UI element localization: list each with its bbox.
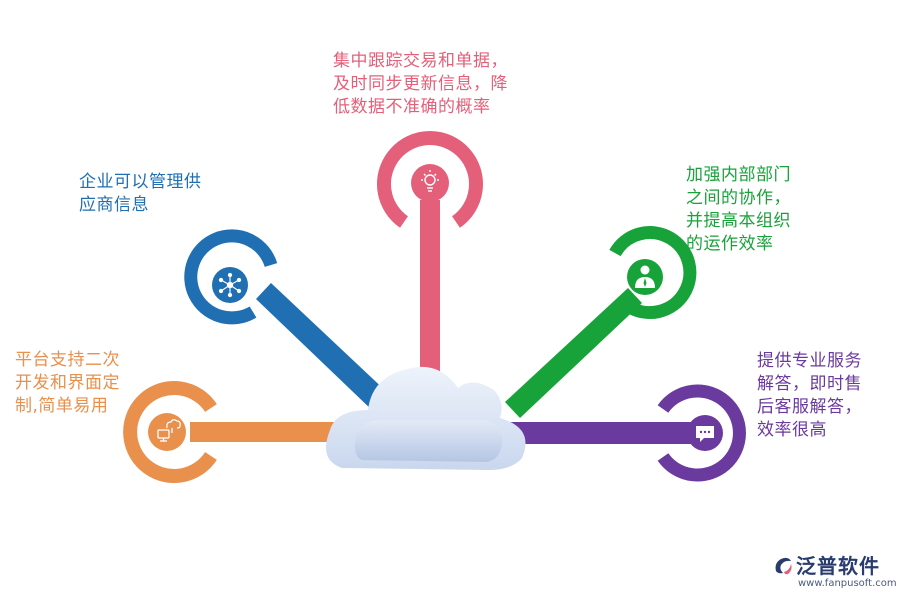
caption-line: 应商信息 [79, 195, 149, 215]
connector-purple [490, 422, 700, 444]
node-red-center [411, 164, 449, 202]
ring-blue [184, 229, 278, 325]
caption-line: 之间的协作， [686, 188, 791, 208]
fanpu-logo-icon [775, 557, 792, 575]
caption-line: 平台支持二次 [15, 350, 120, 370]
caption-red: 集中跟踪交易和单据， 及时同步更新信息，降 低数据不准确的概率 [333, 50, 508, 119]
node-blue [184, 229, 278, 325]
caption-line: 效率很高 [757, 420, 827, 440]
caption-line: 开发和界面定 [15, 373, 120, 393]
caption-line: 企业可以管理供 [79, 172, 202, 192]
caption-line: 集中跟踪交易和单据， [333, 51, 508, 71]
connector-red [420, 200, 440, 400]
logo-name: 泛普软件 [796, 554, 880, 578]
node-orange [123, 381, 217, 483]
caption-line: 后客服解答， [757, 397, 862, 417]
ring-green [609, 226, 697, 319]
caption-line: 加强内部部门 [686, 165, 791, 185]
caption-orange: 平台支持二次 开发和界面定 制,简单易用 [15, 349, 120, 418]
node-purple [657, 384, 746, 482]
cloud-computer-icon [157, 419, 181, 442]
connector-orange [190, 422, 360, 442]
businessman-icon [635, 265, 655, 288]
ring-purple [657, 384, 746, 482]
caption-line: 解答，即时售 [757, 374, 862, 394]
ring-red [377, 131, 483, 228]
caption-line: 制,简单易用 [15, 396, 109, 416]
logo-url: www.fanpusoft.com [798, 578, 897, 589]
connector-green [505, 288, 642, 418]
brand-logo: 泛普软件 www.fanpusoft.com [772, 553, 897, 593]
connector-blue [256, 283, 390, 412]
node-green [609, 226, 697, 319]
lightbulb-icon [421, 170, 439, 192]
caption-line: 的运作效率 [686, 234, 774, 254]
caption-line: 提供专业服务 [757, 351, 862, 371]
caption-green: 加强内部部门 之间的协作， 并提高本组织 的运作效率 [686, 164, 791, 256]
ring-orange [123, 381, 217, 483]
caption-line: 及时同步更新信息，降 [333, 74, 508, 94]
node-red [377, 131, 483, 228]
caption-line: 低数据不准确的概率 [333, 97, 491, 117]
network-icon [218, 272, 242, 298]
caption-blue: 企业可以管理供 应商信息 [79, 171, 202, 217]
chat-icon [696, 426, 714, 442]
caption-line: 并提高本组织 [686, 211, 791, 231]
node-orange-center [148, 413, 186, 451]
caption-purple: 提供专业服务 解答，即时售 后客服解答， 效率很高 [757, 350, 862, 442]
cloud-inner [354, 420, 503, 462]
cloud-hub [326, 366, 526, 470]
